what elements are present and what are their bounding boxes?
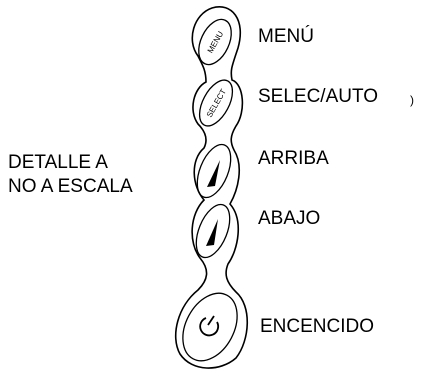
- select-button[interactable]: SELECT: [193, 75, 239, 131]
- triangle-up-icon: [207, 160, 220, 187]
- up-label: ARRIBA: [258, 148, 329, 169]
- menu-label: MENÚ: [258, 26, 314, 47]
- select-marker: ): [410, 93, 414, 107]
- down-button[interactable]: [190, 200, 237, 262]
- power-icon: [199, 315, 220, 337]
- power-label: ENCENCIDO: [260, 316, 375, 337]
- menu-key-text: MENU: [206, 30, 226, 55]
- detail-note-line1: DETALLE A: [8, 152, 108, 173]
- detail-note-line2: NO A ESCALA: [8, 176, 133, 197]
- up-button[interactable]: [191, 140, 238, 202]
- housing-outline: [174, 6, 248, 369]
- menu-button[interactable]: MENU: [192, 14, 238, 69]
- triangle-down-icon: [206, 219, 218, 246]
- select-auto-label: SELEC/AUTO: [258, 86, 379, 107]
- down-label: ABAJO: [258, 208, 321, 229]
- power-button[interactable]: [172, 284, 248, 370]
